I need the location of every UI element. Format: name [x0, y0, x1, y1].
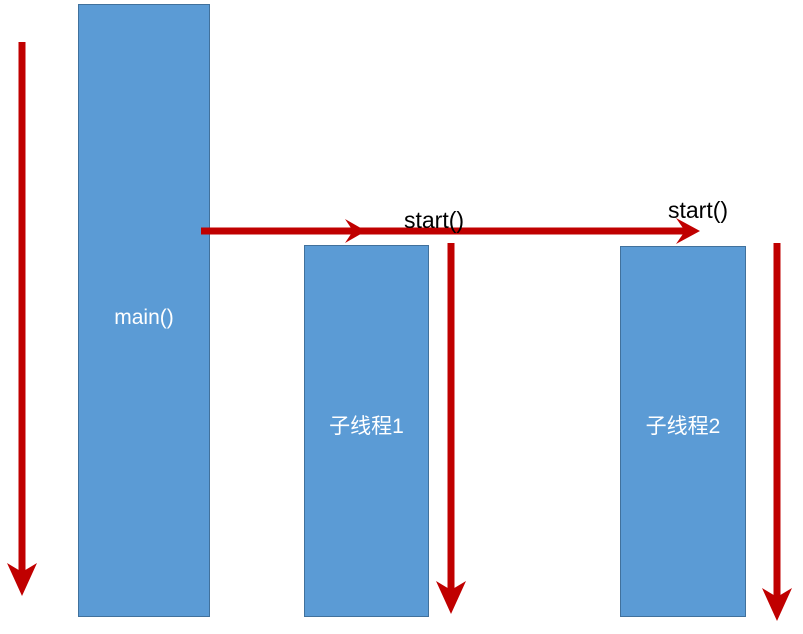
call-arrow-start-head [676, 218, 700, 244]
timeline-arrow-child-thread-2 [762, 243, 792, 621]
lifeline-label-main: main() [114, 306, 174, 329]
lifeline-box-child-thread-1[interactable]: 子线程1 [304, 245, 429, 617]
timeline-arrow-child-thread-1-head [436, 581, 466, 614]
call-label-start-2: start() [668, 197, 729, 223]
call-arrow-start [201, 218, 700, 244]
timeline-arrow-main [7, 42, 37, 596]
timeline-arrow-main-head [7, 563, 37, 596]
lifeline-box-child-thread-2[interactable]: 子线程2 [620, 246, 746, 617]
call-label-start-1: start() [404, 207, 465, 233]
lifeline-box-main[interactable]: main() [78, 4, 210, 617]
lifeline-label-child-thread-1: 子线程1 [329, 415, 404, 438]
timeline-arrow-child-thread-2-head [762, 588, 792, 621]
timeline-arrow-child-thread-1 [436, 243, 466, 614]
call-arrow-start-midhead [345, 219, 366, 243]
lifeline-label-child-thread-2: 子线程2 [645, 415, 721, 438]
